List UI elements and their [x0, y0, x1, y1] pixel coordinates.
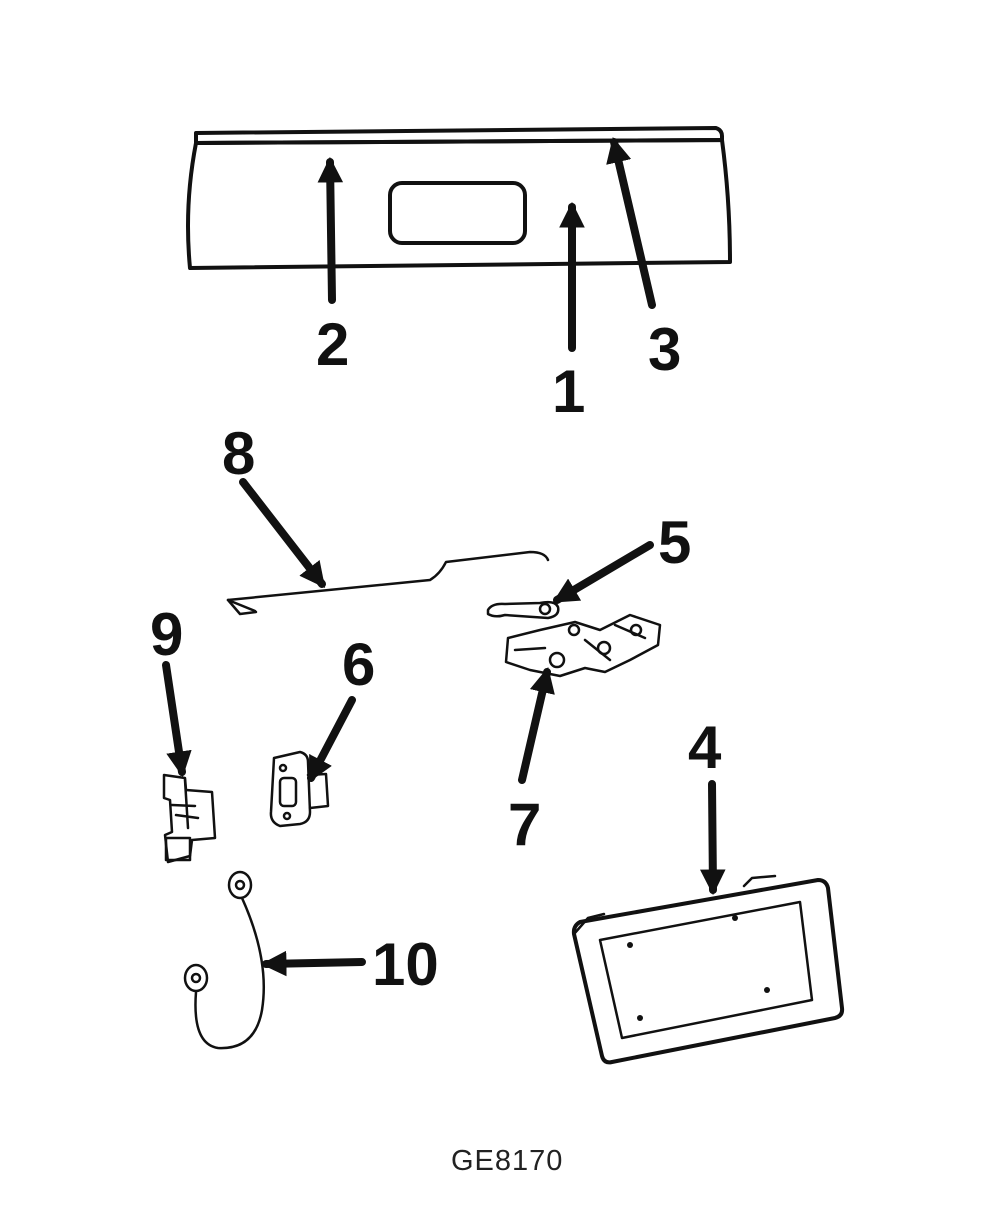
- callout-3: 3: [648, 316, 681, 383]
- leader-4: [700, 780, 726, 896]
- handle-opening: [388, 181, 527, 245]
- leader-6: [307, 696, 356, 783]
- leader-lines: [162, 137, 726, 977]
- latch-assembly: [504, 613, 662, 678]
- lock-bracket: [162, 773, 217, 864]
- callout-1: 1: [552, 358, 585, 425]
- figure-code: GE8170: [451, 1145, 563, 1177]
- callout-4: 4: [688, 714, 722, 781]
- callout-numbers: 1 2 3 4 5 6 7 8 9 10: [150, 311, 722, 998]
- license-plate-bracket: [571, 874, 845, 1065]
- callout-8: 8: [222, 420, 255, 487]
- callout-5: 5: [658, 509, 691, 576]
- callout-7: 7: [508, 791, 541, 858]
- leader-8: [239, 478, 326, 589]
- callout-6: 6: [342, 631, 375, 698]
- leader-3: [606, 137, 656, 309]
- leader-10: [260, 950, 366, 977]
- latch-clip: [486, 600, 560, 620]
- leader-7: [518, 667, 555, 784]
- leader-5: [552, 541, 654, 604]
- leader-9: [162, 661, 192, 778]
- ground-strap: [183, 870, 265, 1050]
- callout-2: 2: [316, 311, 349, 378]
- callout-9: 9: [150, 601, 183, 668]
- release-rod: [226, 550, 550, 616]
- tailgate-panel: [186, 126, 732, 270]
- callout-10: 10: [372, 931, 439, 998]
- leader-2: [317, 156, 344, 304]
